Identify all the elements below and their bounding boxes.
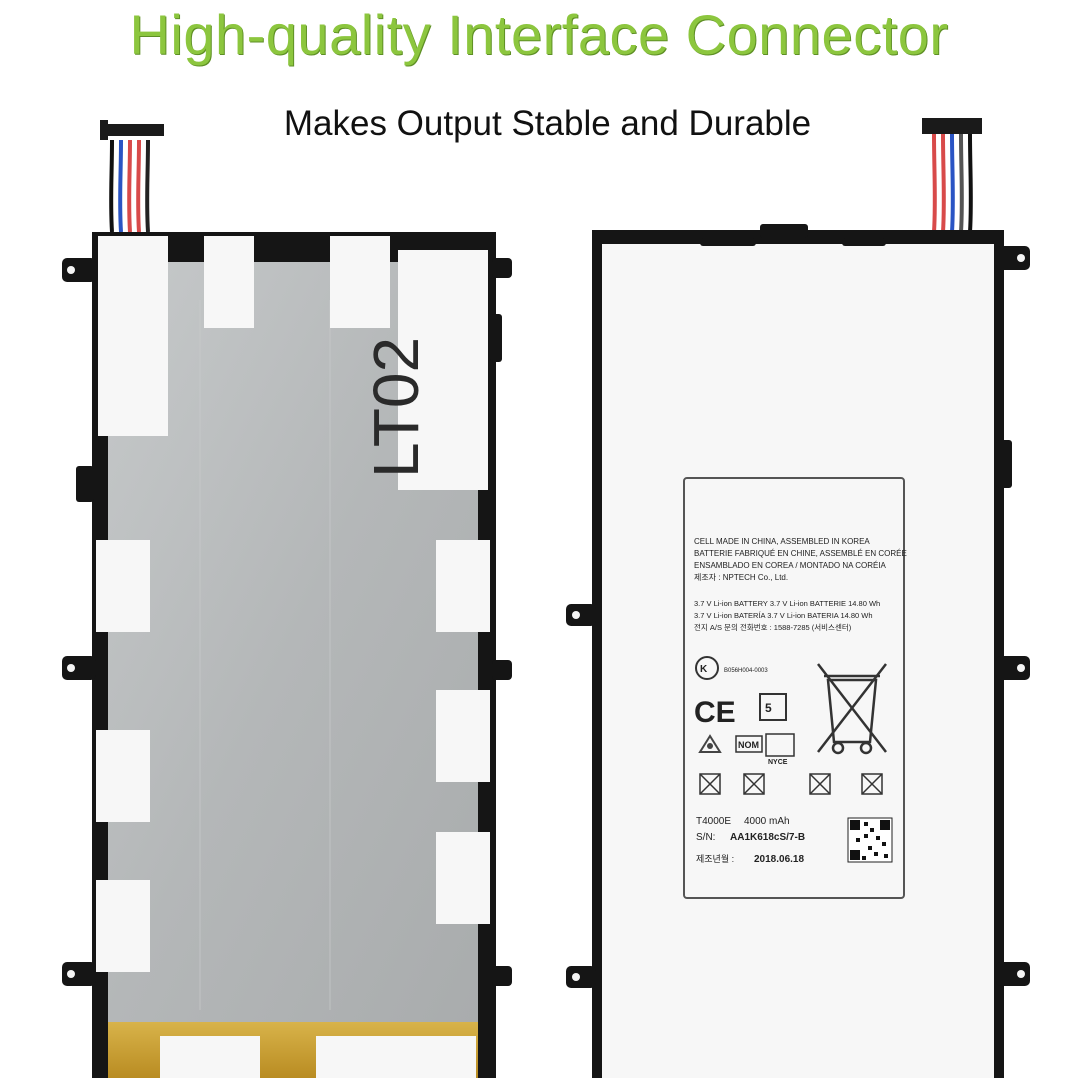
model-text: T4000E	[696, 816, 731, 827]
right-cable	[922, 118, 982, 233]
spec-line-2: 3.7 V Li-ion BATERÍA 3.7 V Li-ion BATERI…	[694, 611, 873, 620]
nyce-mark-icon: NYCE	[765, 733, 795, 766]
ce-mark-icon: CE	[694, 696, 736, 729]
label-line-1: CELL MADE IN CHINA, ASSEMBLED IN KOREA	[694, 537, 870, 546]
qr-code-icon	[847, 817, 893, 863]
capacity-text: 4000 mAh	[744, 816, 790, 827]
weee-bin-icon	[817, 663, 887, 755]
sn-label: S/N:	[696, 832, 715, 843]
label-line-2: BATTERIE FABRIQUÉ EN CHINE, ASSEMBLÉ EN …	[694, 549, 907, 558]
no-crush-icon	[809, 773, 831, 795]
recycle-icon	[698, 734, 722, 753]
no-water-icon	[861, 773, 883, 795]
cert-code-text: B056H004-0003	[724, 668, 768, 674]
date-value: 2018.06.18	[754, 854, 804, 865]
spec-line-1: 3.7 V Li-ion BATTERY 3.7 V Li-ion BATTER…	[694, 599, 880, 608]
no-disassemble-icon	[743, 773, 765, 795]
env-mark-icon	[759, 693, 787, 721]
sn-value: AA1K618cS/7-B	[730, 832, 805, 843]
spec-label	[683, 477, 905, 899]
page-subtitle: Makes Output Stable and Durable	[283, 104, 812, 143]
svg-text:5: 5	[765, 701, 772, 715]
kc-mark-icon: K	[695, 656, 719, 680]
label-line-3: ENSAMBLADO EN COREA / MONTADO NA CORÉIA	[694, 561, 887, 570]
svg-text:NOM: NOM	[738, 740, 759, 750]
svg-text:K: K	[700, 664, 708, 675]
left-cable	[100, 120, 164, 233]
no-fire-icon	[699, 773, 721, 795]
date-label: 제조년월 :	[696, 853, 734, 864]
model-mark-text: LT02	[360, 337, 432, 478]
label-line-4: 제조자 : NPTECH Co., Ltd.	[694, 573, 788, 582]
page-title: High-quality Interface Connector	[129, 3, 949, 66]
spec-line-3: 전지 A/S 문의 전화번호 : 1588-7285 (서비스센터)	[694, 622, 852, 632]
svg-text:NYCE: NYCE	[768, 759, 788, 766]
battery-back: LT02	[62, 120, 512, 1078]
nom-mark-icon: NOM	[735, 735, 763, 753]
battery-front: CELL MADE IN CHINA, ASSEMBLED IN KOREA B…	[566, 118, 1030, 1078]
